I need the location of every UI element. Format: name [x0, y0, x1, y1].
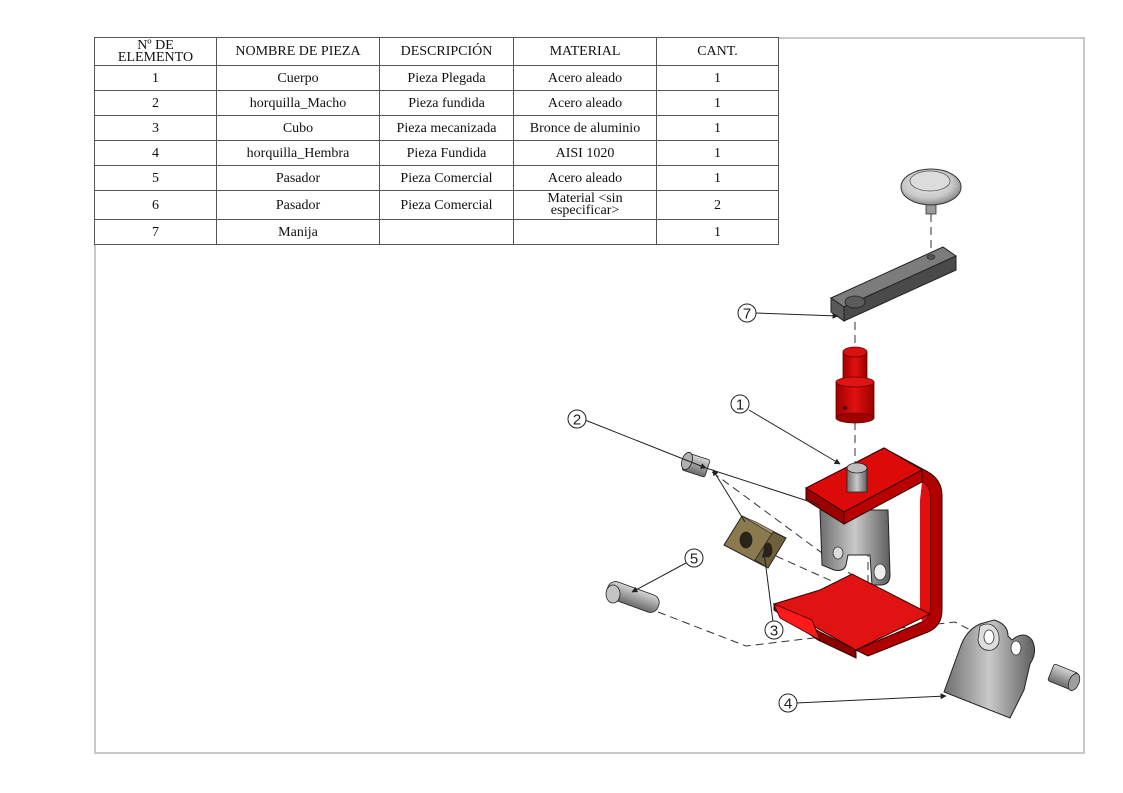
balloon-4: 4 [778, 693, 798, 713]
cell-material: Acero aleado [513, 90, 657, 116]
leader-7 [755, 312, 839, 319]
balloon-5: 5 [684, 548, 704, 568]
header-description: DESCRIPCIÓN [379, 37, 514, 66]
svg-text:1: 1 [736, 397, 744, 414]
part-handle-bar [829, 246, 958, 322]
balloon-7: 7 [737, 303, 757, 323]
cell-qty: 1 [656, 219, 779, 245]
table-row: 5 Pasador Pieza Comercial Acero aleado 1 [94, 165, 779, 191]
cell-material: Acero aleado [513, 165, 657, 191]
part-red-pin [835, 346, 875, 424]
cell-item: 7 [94, 219, 217, 245]
part-cube [723, 515, 787, 569]
table-row: 6 Pasador Pieza Comercial Material <sin … [94, 190, 779, 220]
leader-2b [712, 469, 746, 523]
cell-name: Manija [216, 219, 380, 245]
bill-of-materials-table: Nº DE ELEMENTO NOMBRE DE PIEZA DESCRIPCI… [94, 37, 779, 245]
part-body-bracket [772, 447, 943, 659]
table-row: 1 Cuerpo Pieza Plegada Acero aleado 1 [94, 65, 779, 91]
leader-2 [584, 419, 707, 469]
leader-3 [761, 551, 774, 623]
part-pin-small-right [1047, 663, 1081, 691]
cell-material: Acero aleado [513, 65, 657, 91]
balloon-2: 2 [567, 409, 587, 429]
table-row: 2 horquilla_Macho Pieza fundida Acero al… [94, 90, 779, 116]
leader-4 [795, 693, 947, 704]
svg-text:5: 5 [690, 551, 698, 568]
svg-text:4: 4 [784, 696, 792, 713]
table-row: 3 Cubo Pieza mecanizada Bronce de alumin… [94, 115, 779, 141]
cell-description: Pieza mecanizada [379, 115, 514, 141]
balloon-1: 1 [730, 394, 750, 414]
svg-text:2: 2 [573, 412, 581, 429]
cell-name: horquilla_Macho [216, 90, 380, 116]
cell-qty: 2 [656, 190, 779, 220]
cell-name: Pasador [216, 165, 380, 191]
cell-description [379, 219, 514, 245]
svg-text:7: 7 [743, 306, 751, 323]
cell-qty: 1 [656, 115, 779, 141]
balloon-3: 3 [764, 620, 784, 640]
part-female-fork [943, 619, 1036, 719]
cell-item: 3 [94, 115, 217, 141]
cell-description: Pieza Fundida [379, 140, 514, 166]
cell-description: Pieza Comercial [379, 165, 514, 191]
part-pin-long [605, 581, 660, 613]
header-qty: CANT. [656, 37, 779, 66]
cell-material [513, 219, 657, 245]
table-row: 4 horquilla_Hembra Pieza Fundida AISI 10… [94, 140, 779, 166]
leader-5 [631, 562, 687, 593]
cell-item: 1 [94, 65, 217, 91]
leader-1 [748, 409, 841, 465]
leader-2-ext [705, 467, 821, 506]
cell-material: AISI 1020 [513, 140, 657, 166]
part-knob [900, 168, 962, 215]
cell-qty: 1 [656, 140, 779, 166]
cell-name: Cuerpo [216, 65, 380, 91]
svg-text:3: 3 [770, 623, 778, 640]
table-row: 7 Manija 1 [94, 219, 779, 245]
leader-lines [584, 312, 947, 704]
